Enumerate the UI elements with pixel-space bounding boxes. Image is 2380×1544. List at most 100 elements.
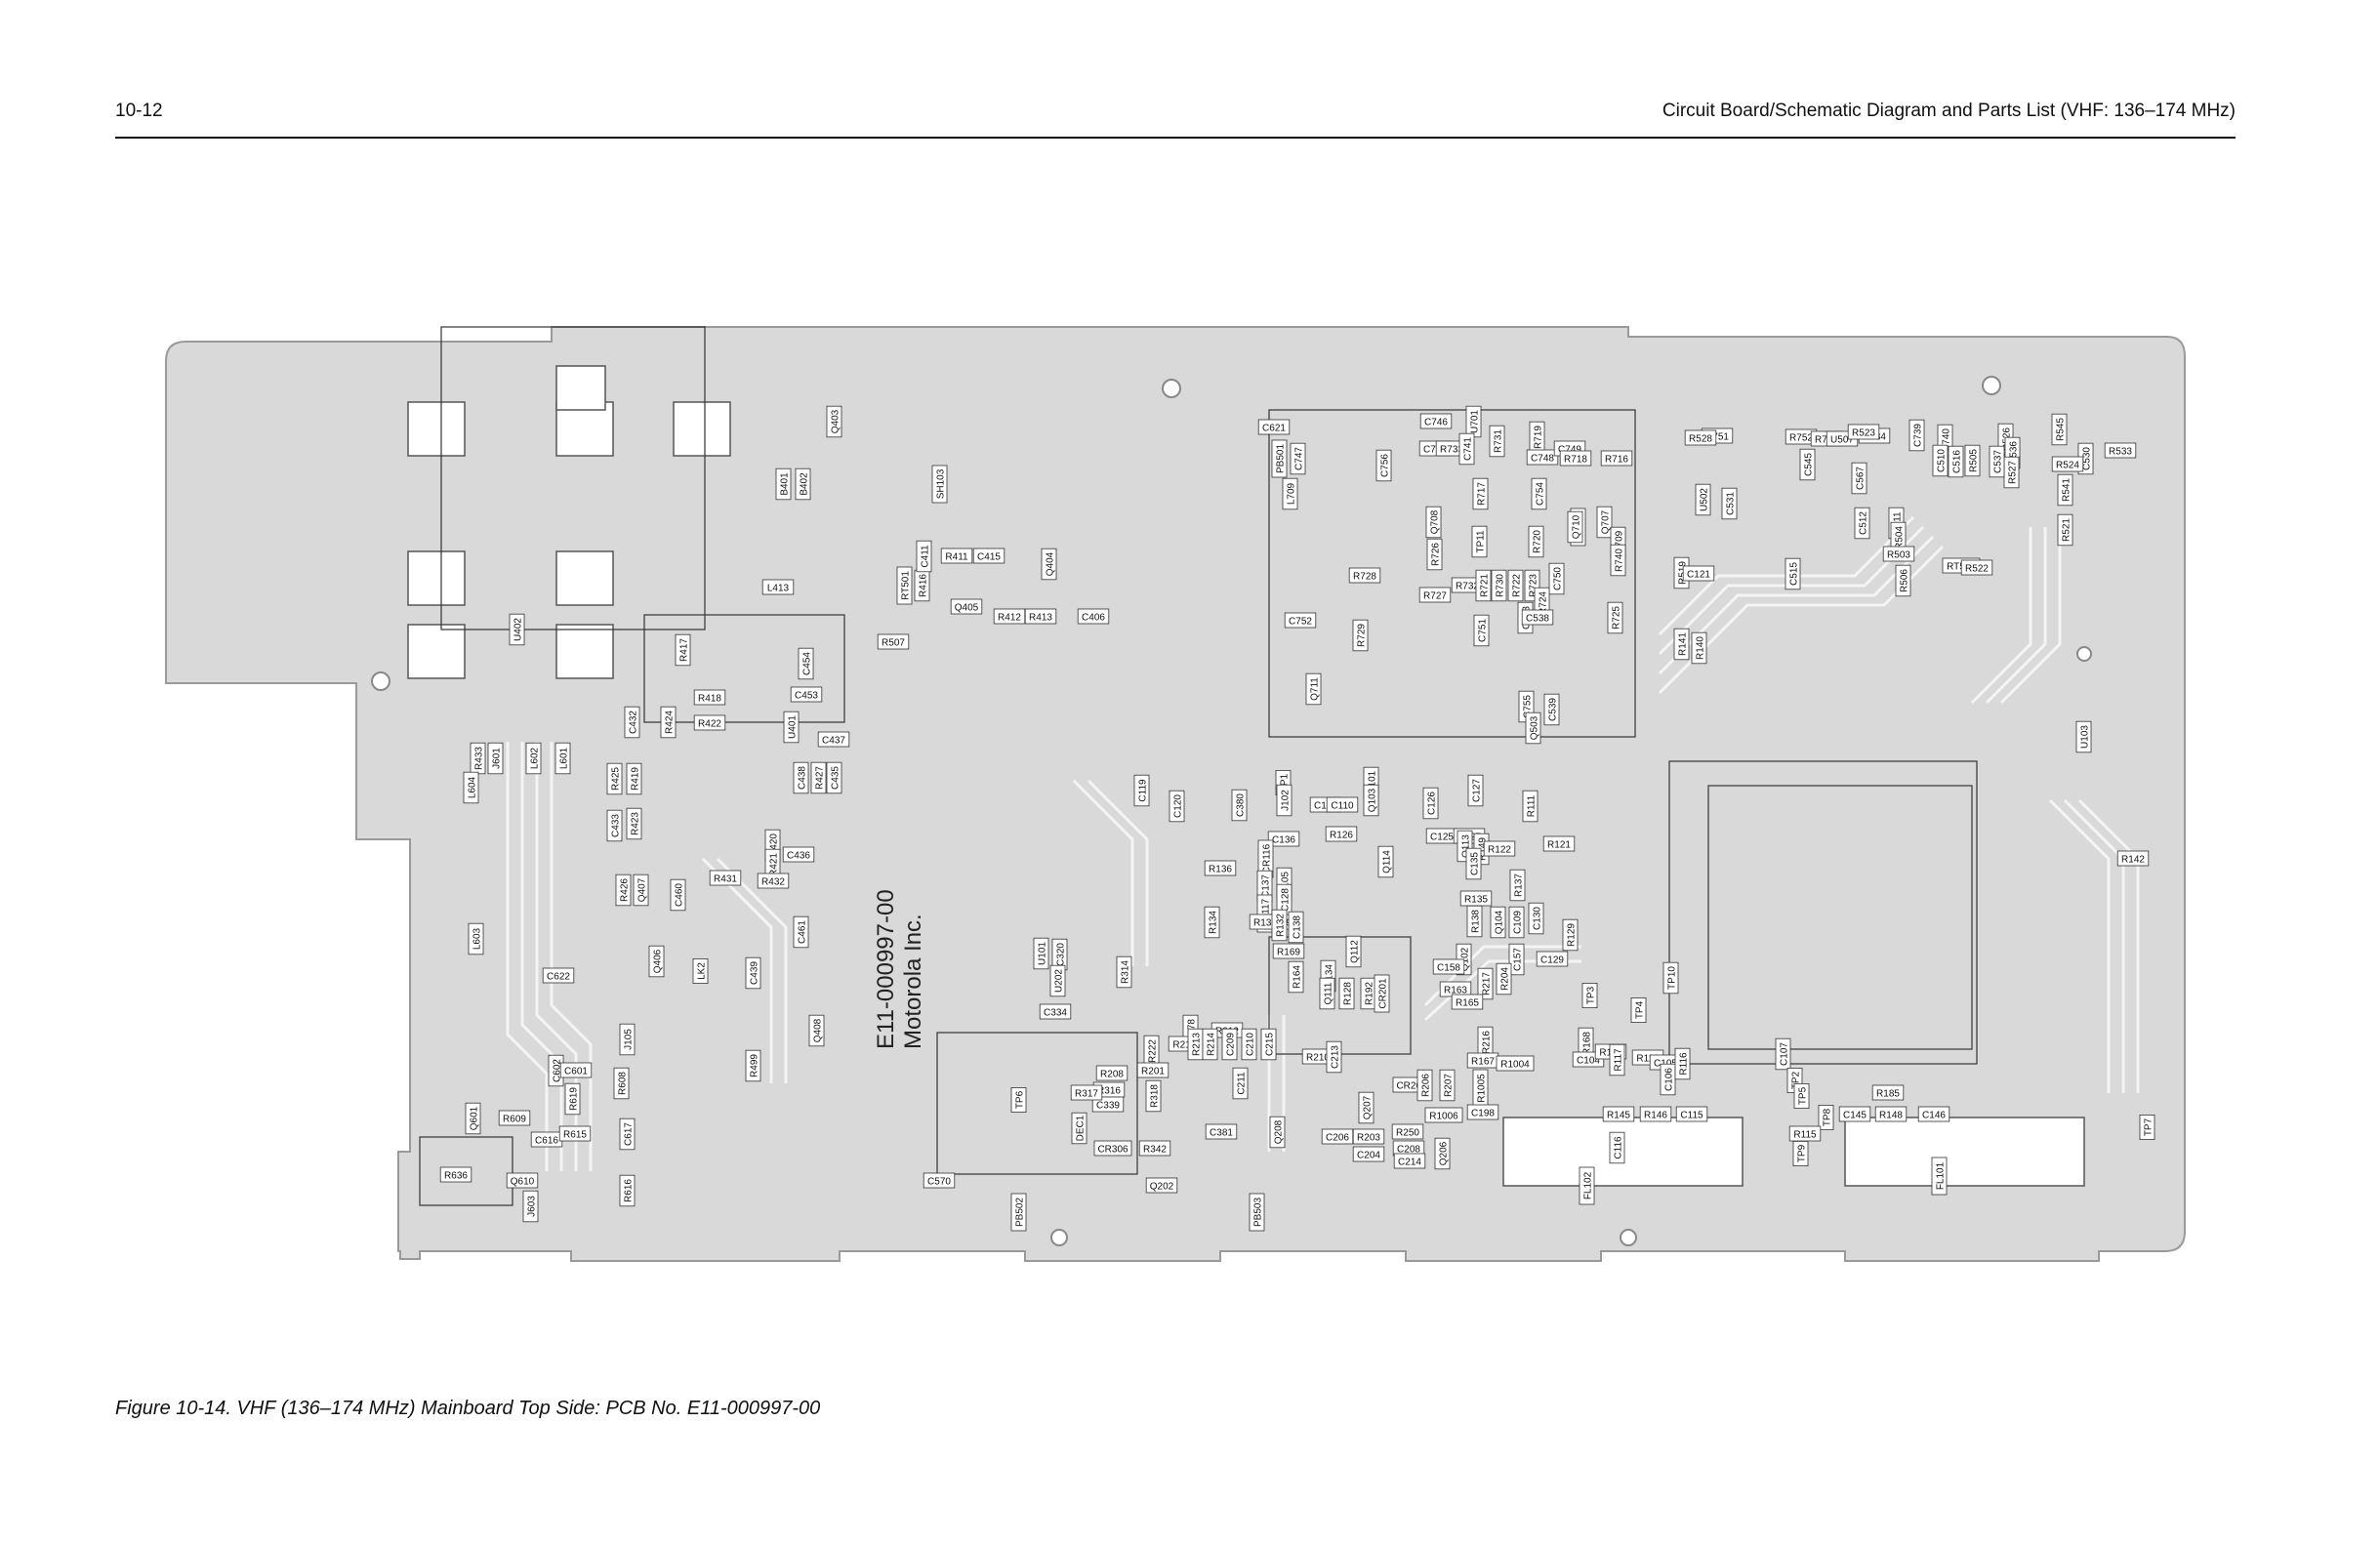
component-label-box [1418,587,1452,603]
component-label-box [1721,487,1738,520]
component-label: C130 [1528,902,1544,935]
component-label: J105 [619,1023,636,1056]
component-label-box [1931,1157,1948,1196]
component-label-box [2057,513,2073,547]
header-rule [115,137,2236,139]
component-label-box [1319,977,1335,1010]
component-label-text: R499 [750,1054,760,1077]
component-label-box [1260,1028,1277,1061]
component-label-text: C136 [1272,835,1295,846]
component-label: C106 [1660,1063,1676,1096]
component-label-text: L602 [530,747,541,769]
component-label-text: C128 [1281,888,1292,912]
component-label: C539 [1543,693,1560,726]
component-label: U502 [1695,483,1711,516]
component-label: R217 [1477,967,1494,1000]
component-label-box [692,957,709,985]
component-label: C438 [793,761,809,794]
component-label: Q610 [506,1172,539,1189]
component-label: R432 [757,873,790,889]
component-label: C406 [1077,608,1110,625]
component-label-text: C516 [1952,450,1963,473]
component-label: R134 [1204,906,1220,939]
component-label-box [1093,1140,1132,1157]
component-label: C126 [1422,787,1439,820]
component-label-text: C156 [1314,801,1337,812]
component-label-box [1477,967,1494,1000]
component-label: R527 [2003,456,2020,489]
component-label: DEC1 [1071,1112,1087,1145]
component-label-text: Q202 [1150,1182,1174,1193]
component-label-box [1695,483,1711,516]
component-label-text: TP8 [1823,1108,1833,1126]
component-label-text: R132 [1276,914,1287,937]
component-label-box [1471,525,1488,558]
component-label-text: C211 [1237,1072,1248,1095]
component-label-box [465,1102,481,1135]
component-label-text: R1004 [1500,1060,1530,1071]
component-label-text: R216 [1482,1031,1493,1054]
component-label-box [1793,1082,1810,1110]
component-label-box [633,874,649,907]
component-label: C545 [1799,448,1816,481]
component-label-text: Q404 [1046,551,1056,576]
component-label: TP3 [1581,982,1598,1009]
component-label: TP11 [1471,525,1488,558]
component-label: R136 [1204,860,1237,876]
component-label-text: C115 [1680,1111,1703,1121]
component-label-box [1377,845,1394,878]
component-label-text: TP11 [1476,530,1487,553]
component-label: C339 [1091,1096,1125,1113]
component-label: C120 [1169,790,1185,823]
component-label: C601 [559,1062,593,1078]
component-label-text: R201 [1141,1067,1165,1077]
component-label-box [1543,693,1560,726]
component-label-text: R203 [1357,1133,1380,1144]
component-label-text: C570 [927,1177,951,1188]
component-label-box [487,742,504,775]
component-label-text: C198 [1471,1109,1495,1119]
component-label-box [1232,1067,1249,1100]
component-label-text: Q503 [1530,715,1540,740]
component-label-box [626,762,642,795]
component-label: Q601 [465,1102,481,1135]
component-label: C206 [1321,1128,1354,1145]
component-label-text: R317 [1075,1089,1098,1100]
component-label-text: R142 [2121,855,2145,866]
component-label-box [1465,847,1482,880]
component-label: C756 [1375,449,1392,482]
component-label-text: R425 [611,767,622,791]
component-label: L601 [554,742,571,775]
component-label: R138 [1466,905,1483,938]
component-label-box [1559,450,1592,467]
component-label: PB503 [1249,1193,1265,1232]
component-label-text: C622 [547,972,570,983]
component-label-text: C126 [1427,792,1438,815]
component-label: C136 [1267,831,1300,847]
component-label-box [1204,906,1220,939]
component-label-text: C510 [1937,449,1948,472]
component-label-text: TP9 [1797,1144,1808,1162]
component-label-text: R609 [503,1115,526,1125]
component-label: R148 [1874,1106,1908,1122]
component-label-box [1138,1140,1171,1157]
component-label: C214 [1393,1153,1426,1169]
component-label: R533 [2104,442,2137,459]
component-label: Q503 [1525,711,1541,745]
component-label-box [2139,1114,2155,1141]
component-label-text: R619 [569,1087,580,1111]
component-label: C204 [1352,1146,1385,1162]
component-label-text: C134 [1325,964,1335,988]
component-label-text: J105 [624,1029,635,1050]
component-label-text: R636 [444,1171,468,1182]
component-label: R222 [1143,1035,1160,1068]
component-label-text: R206 [1421,1074,1432,1097]
component-label-box [1600,450,1633,467]
component-label-text: R134 [1209,911,1219,934]
component-label-box [1662,961,1679,995]
component-label-box [793,915,809,949]
component-label-box [1496,1055,1535,1072]
component-label-box [782,846,815,863]
component-label-box [1326,796,1359,813]
component-label: TP10 [1662,961,1679,995]
